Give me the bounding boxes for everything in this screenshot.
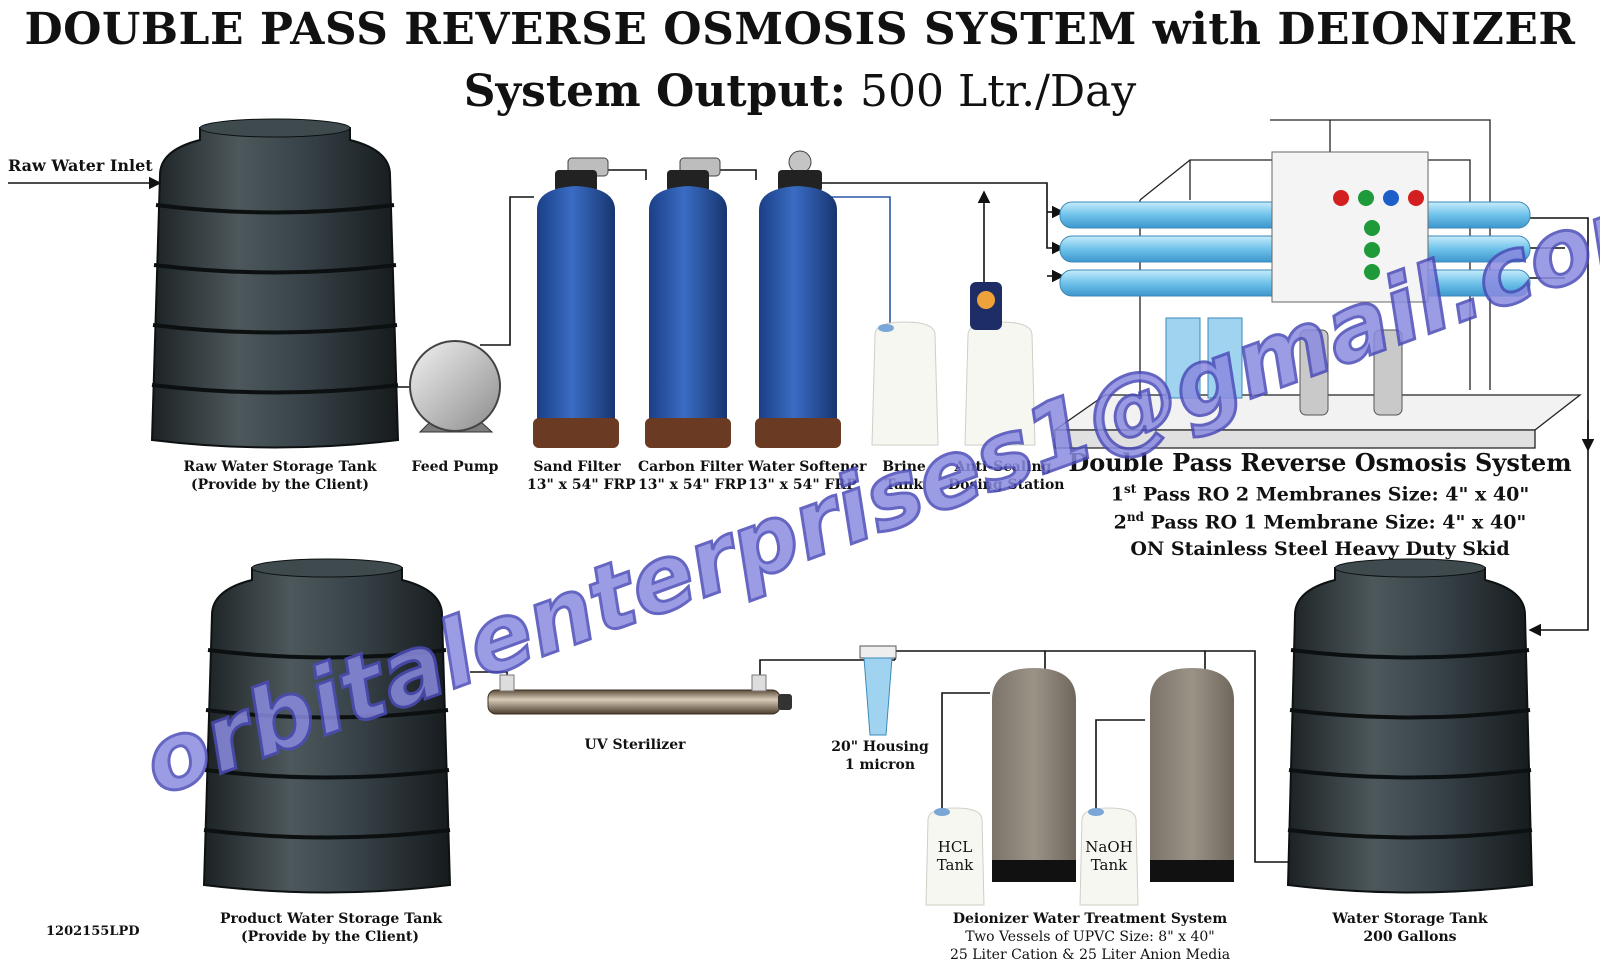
storage-to-di-pipe xyxy=(1204,650,1290,863)
ro-skid-note: ON Stainless Steel Heavy Duty Skid xyxy=(1130,538,1510,560)
sand-filter-vessel xyxy=(533,157,619,448)
deionizer-vessels xyxy=(992,668,1234,882)
system-output: System Output: 500 Ltr./Day xyxy=(0,66,1600,117)
raw-water-inlet-label: Raw Water Inlet xyxy=(8,156,153,175)
feed-pump xyxy=(409,340,501,433)
softener-to-ro-pipe xyxy=(816,182,1065,255)
product-tank-label: Product Water Storage Tank(Provide by th… xyxy=(220,911,443,945)
brine-pipe xyxy=(820,196,891,330)
ro-first-pass: 1st Pass RO 2 Membranes Size: 4" x 40" xyxy=(1110,482,1530,506)
pipes xyxy=(8,169,1595,863)
carbon-filter-vessel xyxy=(645,157,731,448)
naoh-pipe xyxy=(1095,719,1145,812)
naoh-tank xyxy=(1079,807,1139,906)
cartridge-housing xyxy=(859,645,897,736)
control-panel xyxy=(1271,151,1429,303)
brine-tank xyxy=(871,321,939,446)
water-softener-vessel xyxy=(755,150,841,448)
ro-skid xyxy=(1052,119,1582,449)
system-output-value: 500 Ltr./Day xyxy=(860,66,1137,117)
hcl-pipe xyxy=(941,692,990,812)
uv-sterilizer-label: UV Sterilizer xyxy=(584,737,686,753)
product-water-tank xyxy=(202,558,452,894)
deionizer-label: Deionizer Water Treatment System Two Ves… xyxy=(950,911,1231,963)
water-storage-tank xyxy=(1286,558,1534,894)
uv-sterilizer xyxy=(487,674,792,715)
drawing-code: 1202155LPD xyxy=(46,924,140,939)
page-title: DOUBLE PASS REVERSE OSMOSIS SYSTEM with … xyxy=(24,4,1576,55)
ro-system-title: Double Pass Reverse Osmosis System xyxy=(1068,448,1572,477)
raw-water-tank xyxy=(150,118,400,449)
system-output-label: System Output: xyxy=(463,66,847,117)
hcl-tank xyxy=(925,807,985,906)
ro-second-pass: 2nd Pass RO 1 Membrane Size: 4" x 40" xyxy=(1113,510,1527,534)
raw-tank-label: Raw Water Storage Tank(Provide by the Cl… xyxy=(183,459,377,493)
feed-pump-label: Feed Pump xyxy=(411,459,499,475)
dosing-station xyxy=(964,282,1036,446)
pump-to-sand-pipe xyxy=(480,196,534,346)
